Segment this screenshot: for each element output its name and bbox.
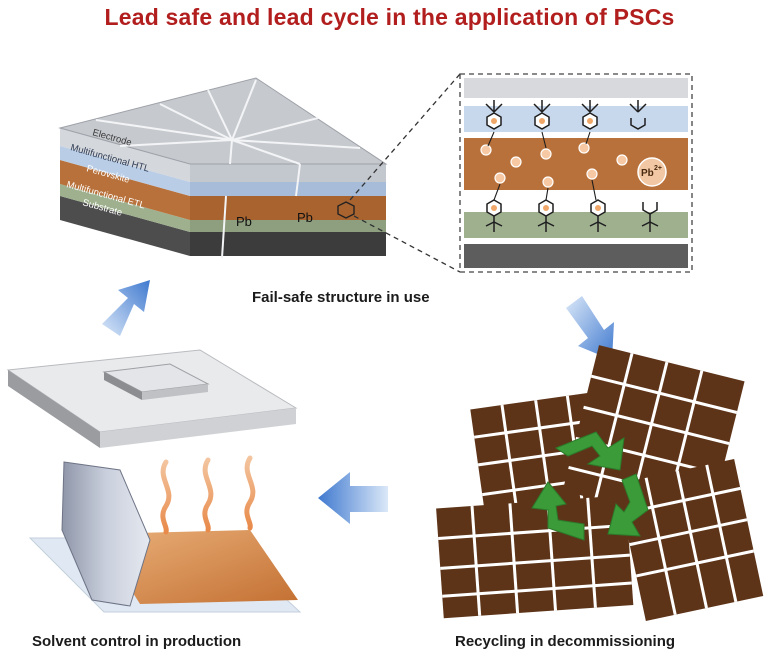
arrow-left-icon [318, 472, 388, 524]
perovskite-side-face [190, 196, 386, 220]
htl-side-face [190, 182, 386, 196]
pb-ion [480, 144, 492, 156]
doctor-blade [61, 461, 151, 607]
crack-lines [95, 79, 361, 259]
steam-icon [160, 455, 256, 535]
zoom-inset: Pb 2+ [459, 73, 693, 273]
molecule-icon [337, 201, 355, 219]
device-stack: Pb Pb Electrode Multifunctional HTL Pero… [58, 77, 388, 259]
pb-ions [480, 142, 628, 188]
anchor-molecule-bottom-2 [537, 199, 555, 232]
top-anchor-molecules [485, 100, 647, 130]
pb-ion [578, 142, 590, 154]
caption-recycling: Recycling in decommissioning [455, 633, 676, 650]
cell-fragment [616, 459, 764, 621]
recycle-icon [531, 431, 649, 541]
anchor-molecule-top-2 [533, 100, 551, 130]
pb-ion [540, 148, 552, 160]
caption-fail-safe: Fail-safe structure in use [252, 289, 430, 306]
pb-ion-badge-charge: 2+ [654, 165, 662, 172]
solar-cell-fragments [616, 459, 764, 621]
sample-block-front [104, 372, 142, 400]
pb-ion-badge-base: Pb [641, 168, 654, 179]
pb-label-left: Pb [236, 214, 252, 229]
pb-ion [542, 176, 554, 188]
pb-ion [510, 156, 522, 168]
recycling-illustration [436, 345, 764, 621]
page-title: Lead safe and lead cycle in the applicat… [104, 4, 675, 30]
substrate-side-face [190, 232, 386, 256]
arrow-up-right-icon [102, 280, 150, 336]
solar-cell-fragments [436, 495, 634, 619]
htl-front-face [60, 146, 190, 196]
electrode-side-face [190, 164, 386, 182]
pb-ion [616, 154, 628, 166]
hot-plate-front [8, 370, 100, 448]
etl-front-face [60, 184, 190, 232]
hot-plate-side [100, 408, 296, 448]
pb-label-right: Pb [297, 210, 313, 225]
perovskite-front-face [60, 160, 190, 220]
bottom-anchor-molecules [485, 199, 659, 232]
etl-side-face [190, 220, 386, 232]
anchor-molecule-top-3 [581, 100, 599, 130]
pb-ion [586, 168, 598, 180]
anchor-molecule-top-1 [485, 100, 503, 130]
anchor-molecule-bottom-4 [641, 202, 659, 232]
arrow-down-right-icon [566, 296, 614, 360]
pb-ion-badge: Pb 2+ [637, 157, 667, 187]
electrode-front-face [60, 128, 190, 182]
substrate-front-face [60, 196, 190, 256]
anchor-molecule-top-4 [629, 100, 647, 130]
zoom-substrate-layer [464, 244, 688, 268]
caption-production: Solvent control in production [32, 633, 242, 650]
production-illustration [6, 349, 302, 613]
zoom-electrode-layer [464, 78, 688, 98]
anchor-molecule-bottom-1 [485, 199, 503, 232]
zoom-leader-lines [349, 73, 461, 273]
migration-arrows [487, 131, 597, 201]
sample-block-side [142, 384, 208, 400]
anchor-molecule-bottom-3 [589, 199, 607, 232]
pb-ion [494, 172, 506, 184]
